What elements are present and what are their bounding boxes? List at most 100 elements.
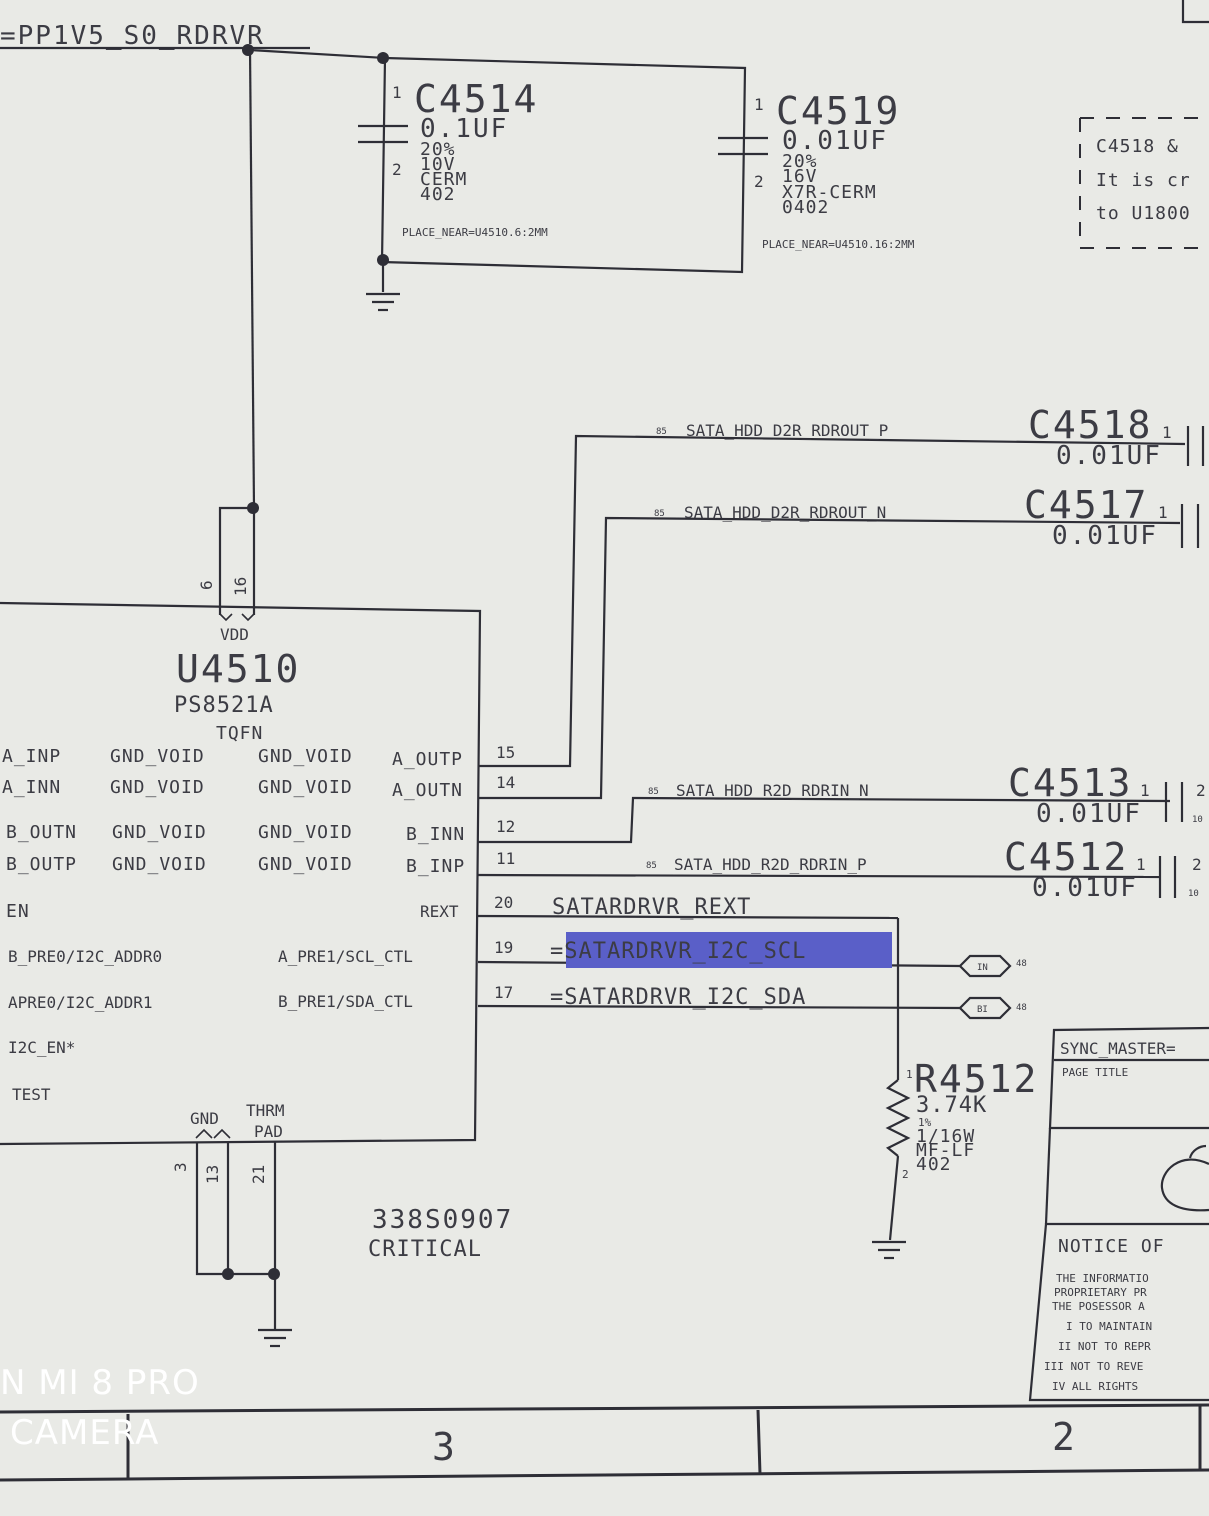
gnd-void: GND_VOID — [112, 822, 207, 843]
chip-ref: U4510 — [176, 647, 300, 691]
right-pin-scl: A_PRE1/SCL_CTL — [278, 947, 413, 966]
notice-line-2: PROPRIETARY PR — [1054, 1286, 1147, 1299]
pin-number-19: 19 — [494, 938, 513, 957]
right-pin-rext: REXT — [420, 902, 459, 921]
cap-pin2: 2 — [1196, 781, 1206, 800]
notice-line-4: I TO MAINTAIN — [1066, 1320, 1152, 1333]
cap-pin2: 2 — [1192, 855, 1202, 874]
pad-label: PAD — [254, 1122, 283, 1141]
cap-ref: C4513 — [1008, 761, 1132, 805]
connector-page: 48 — [1016, 959, 1027, 969]
right-pin-a-outn: A_OUTN — [392, 780, 463, 801]
chip-u4510[interactable]: 6 16 VDD U4510 PS8521A TQFN A_INP A_INN … — [0, 506, 515, 1262]
cap-diel: X7R-CERM — [782, 182, 877, 203]
page-title-label: PAGE TITLE — [1062, 1066, 1128, 1079]
net-label: SATA_HDD_R2D_RDRIN_P — [674, 855, 867, 874]
rext-net-label: SATARDRVR_REXT — [552, 895, 751, 920]
capacitor-c4518[interactable]: C4518 1 0.01UF — [1028, 403, 1205, 471]
resistor-r4512[interactable]: 1 2 R4512 3.74K 1% 1/16W MF-LF 402 — [885, 1057, 1038, 1241]
pin-number-12: 12 — [496, 817, 515, 836]
gnd-pin-3: 3 — [171, 1162, 190, 1172]
cap-pin1: 1 — [1136, 855, 1146, 874]
cap-diel: CERM — [420, 169, 467, 190]
net-label: SATA_HDD_R2D_RDRIN_N — [676, 781, 869, 800]
left-pin-en: EN — [6, 901, 30, 922]
note-line-1: C4518 & — [1096, 136, 1179, 157]
cap-pin2-alt: 10 — [1188, 889, 1199, 899]
i2c-sda-net[interactable]: =SATARDRVR_I2C_SDA — [550, 985, 806, 1010]
ground-symbol — [258, 1328, 292, 1348]
gnd-void: GND_VOID — [112, 854, 207, 875]
cap-place: PLACE_NEAR=U4510.16:2MM — [762, 238, 915, 251]
capacitor-c4512[interactable]: C4512 1 0.01UF 2 10 — [1004, 835, 1202, 903]
grid-number-2: 2 — [1052, 1415, 1077, 1459]
res-pkg: 402 — [916, 1154, 952, 1175]
pin-number-20: 20 — [494, 893, 513, 912]
capacitor-c4513[interactable]: C4513 1 0.01UF 2 10 — [1008, 761, 1206, 829]
gnd-void: GND_VOID — [258, 854, 353, 875]
critical-label: CRITICAL — [368, 1237, 482, 1262]
cap-value: 0.01UF — [1056, 441, 1162, 471]
cap-volt: 10V — [420, 154, 456, 175]
camera-watermark-model: N MI 8 PRO — [0, 1363, 200, 1403]
left-pin-bpre0: B_PRE0/I2C_ADDR0 — [8, 947, 162, 966]
capacitor-c4517[interactable]: C4517 1 0.01UF — [1024, 483, 1200, 551]
sync-master: SYNC_MASTER= — [1060, 1039, 1176, 1058]
left-pin-a-inn: A_INN — [2, 777, 61, 798]
connector-dir: BI — [977, 1005, 988, 1015]
offpage-connector-bi[interactable]: BI 48 — [958, 996, 1027, 1020]
cap-pin1: 1 — [392, 83, 402, 102]
cap-ref: C4514 — [414, 77, 538, 121]
thrm-label: THRM — [246, 1101, 285, 1120]
left-pin-i2c-en: I2C_EN* — [8, 1038, 75, 1057]
part-number: 338S0907 — [372, 1205, 513, 1235]
connector-dir: IN — [977, 963, 988, 973]
grid-number-3: 3 — [432, 1425, 457, 1469]
cap-pin2-alt: 10 — [1192, 815, 1203, 825]
cap-ref: C4519 — [776, 89, 900, 133]
notice-line-7: IV ALL RIGHTS — [1052, 1380, 1138, 1393]
cap-pkg: 0402 — [782, 197, 829, 218]
res-pin2: 2 — [902, 1168, 909, 1181]
capacitor-c4514[interactable]: 1 2 C4514 0.1UF 20% 10V CERM 402 PLACE_N… — [358, 77, 548, 239]
cap-ref: C4512 — [1004, 835, 1128, 879]
chip-part: PS8521A — [174, 693, 274, 718]
vdd-pin-6: 6 — [197, 580, 216, 590]
note-box: C4518 & It is cr to U1800 — [1079, 117, 1209, 249]
notice-line-3: THE POSESSOR A — [1052, 1300, 1145, 1313]
title-block: SYNC_MASTER= PAGE TITLE NOTICE OF THE IN… — [1028, 1026, 1209, 1402]
pin-number-17: 17 — [494, 983, 513, 1002]
cap-tol: 20% — [782, 151, 818, 172]
ground-symbol — [366, 262, 400, 312]
res-type: MF-LF — [916, 1140, 975, 1161]
gnd-void: GND_VOID — [258, 746, 353, 767]
cap-pin1: 1 — [1140, 781, 1150, 800]
gnd-void: GND_VOID — [258, 777, 353, 798]
left-pin-apre0: APRE0/I2C_ADDR1 — [8, 993, 153, 1012]
gnd-void: GND_VOID — [258, 822, 353, 843]
net-page-ref: 85 — [646, 861, 657, 871]
selection-highlight — [566, 932, 892, 968]
cap-value: 0.01UF — [1052, 521, 1158, 551]
chip-pkg: TQFN — [216, 723, 263, 744]
cap-pin2: 2 — [392, 160, 402, 179]
capacitor-c4519[interactable]: 1 2 C4519 0.01UF 20% 16V X7R-CERM 0402 P… — [718, 89, 915, 251]
vdd-pin-16: 16 — [231, 577, 250, 596]
notice-line-5: II NOT TO REPR — [1058, 1340, 1151, 1353]
rail-label: =PP1V5_S0_RDRVR — [0, 21, 265, 51]
grid-border: 3 2 — [0, 1403, 1209, 1482]
i2c-scl-net[interactable]: =SATARDRVR_I2C_SCL — [550, 932, 892, 968]
notice-line-6: III NOT TO REVE — [1044, 1360, 1143, 1373]
gnd-label: GND — [190, 1109, 219, 1128]
sda-net-label: =SATARDRVR_I2C_SDA — [550, 985, 806, 1010]
right-pin-b-inp: B_INP — [406, 856, 465, 877]
cap-ref: C4517 — [1024, 483, 1148, 527]
cap-ref: C4518 — [1028, 403, 1152, 447]
scl-net-label: =SATARDRVR_I2C_SCL — [550, 939, 806, 964]
offpage-connector-in[interactable]: IN 48 — [958, 954, 1027, 978]
res-tol: 1% — [918, 1116, 932, 1129]
cap-value: 0.01UF — [1032, 873, 1138, 903]
res-power: 1/16W — [916, 1126, 975, 1147]
